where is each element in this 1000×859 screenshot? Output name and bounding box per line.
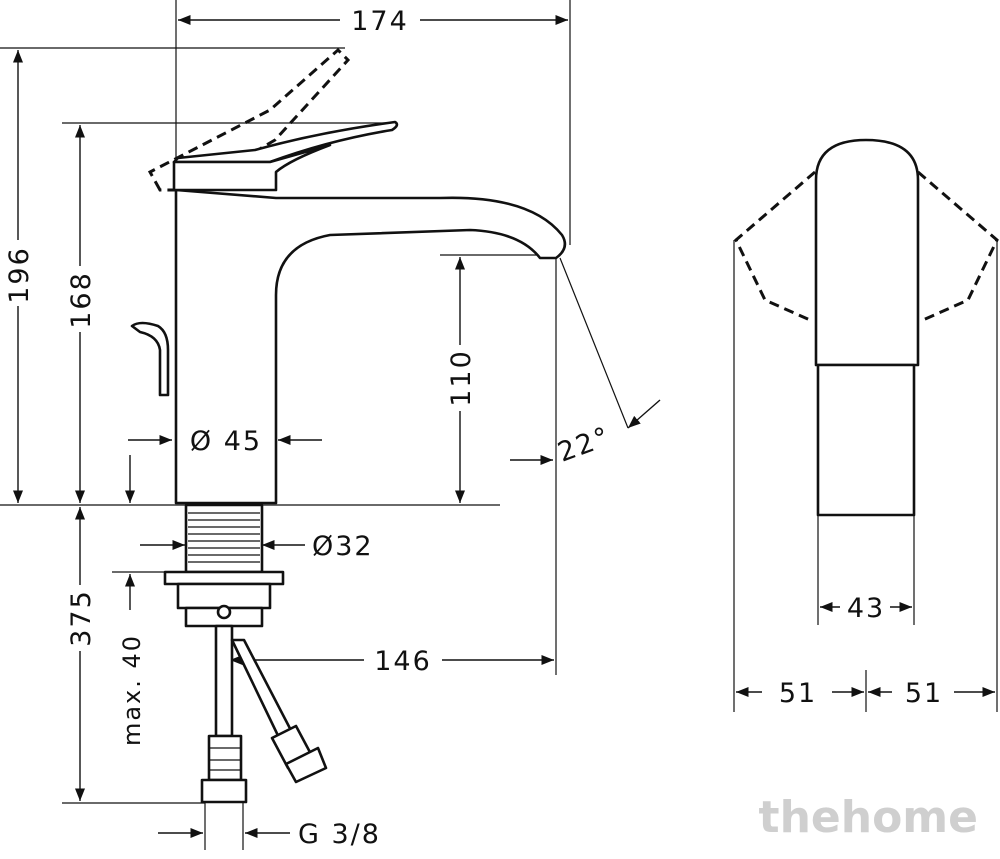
watermark-logo: thehome: [759, 792, 978, 843]
dim-thread: G 3/8: [298, 819, 381, 850]
dim-overall-width: 174: [351, 6, 409, 37]
lever-rotation-right: [917, 170, 999, 322]
faucet-front-view: [733, 138, 999, 712]
dim-max-thickness: max. 40: [118, 634, 146, 746]
threaded-shank: [184, 503, 264, 574]
dim-spout-height: 110: [446, 349, 477, 407]
dim-total-height: 196: [4, 246, 35, 304]
mounting-plate: [163, 570, 285, 586]
dim-lever-right: 51: [905, 678, 943, 709]
dim-body-diameter: Ø 45: [190, 426, 262, 457]
mounting-nut: [176, 582, 272, 610]
faucet-body: [174, 188, 567, 505]
dim-angle: 22°: [554, 421, 615, 469]
lever-rotation-left: [734, 170, 816, 322]
faucet-side-view: [130, 47, 567, 804]
dim-below-counter: 375: [66, 589, 97, 647]
dim-front-width: 43: [847, 593, 885, 624]
front-body: [816, 363, 916, 517]
front-lever: [814, 138, 920, 367]
pop-up-rod: [130, 321, 170, 397]
dim-body-height: 168: [66, 271, 97, 329]
dim-shank-diameter: Ø32: [312, 531, 374, 562]
lever-handle: [172, 120, 399, 164]
dim-projection: 146: [374, 646, 432, 677]
shank-threads: [188, 512, 260, 563]
hose-straight: [214, 624, 234, 738]
dim-lever-left: 51: [779, 678, 817, 709]
